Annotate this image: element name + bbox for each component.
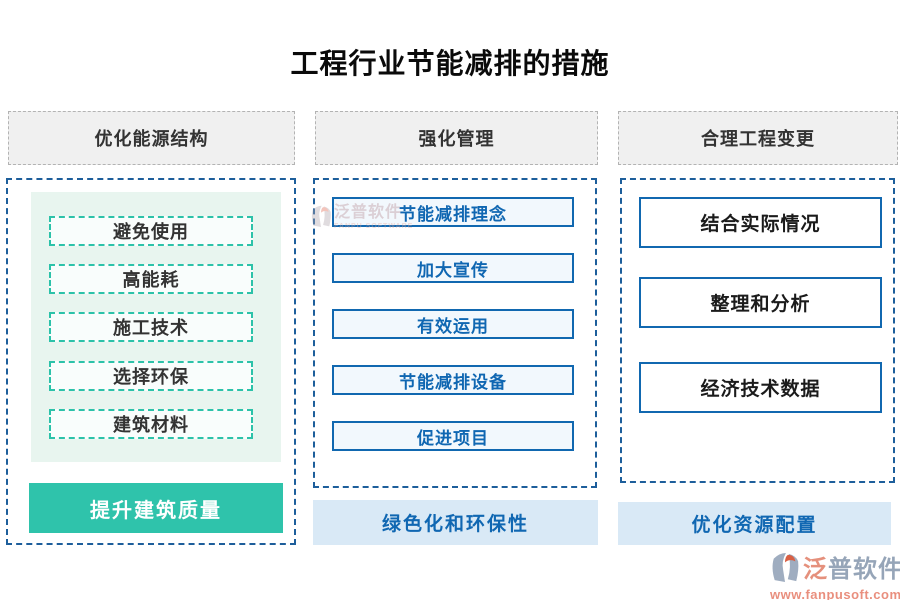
flow-item: 避免使用: [49, 216, 253, 246]
column-2-footer-banner: 绿色化和环保性: [313, 500, 598, 545]
column-header-optimize-energy: 优化能源结构: [8, 111, 295, 165]
flow-item: 促进项目: [332, 421, 574, 451]
flow-item: 选择环保: [49, 361, 253, 391]
column-3-container: [620, 178, 895, 483]
fanpu-fan-icon: [770, 551, 800, 588]
flow-item: 经济技术数据: [639, 362, 882, 413]
column-header-strengthen-management: 强化管理: [315, 111, 598, 165]
flow-item: 施工技术: [49, 312, 253, 342]
flow-item: 加大宣传: [332, 253, 574, 283]
logo-website-text: www.fanpusoft.com: [770, 587, 900, 600]
logo-brand-text: 泛普软件: [803, 555, 900, 583]
flow-item: 节能减排理念: [332, 197, 574, 227]
fanpu-logo: 泛普软件 www.fanpusoft.com: [770, 551, 900, 600]
flow-item: 高能耗: [49, 264, 253, 294]
page-title: 工程行业节能减排的措施: [290, 48, 610, 79]
flow-item: 整理和分析: [639, 277, 882, 328]
column-3-footer-banner: 优化资源配置: [618, 502, 891, 545]
column-1-footer-banner: 提升建筑质量: [29, 483, 283, 533]
flow-item: 有效运用: [332, 309, 574, 339]
flow-item: 节能减排设备: [332, 365, 574, 395]
column-header-reasonable-change: 合理工程变更: [618, 111, 898, 165]
flow-item: 结合实际情况: [639, 197, 882, 248]
column-2-container: [313, 178, 597, 488]
flow-item: 建筑材料: [49, 409, 253, 439]
